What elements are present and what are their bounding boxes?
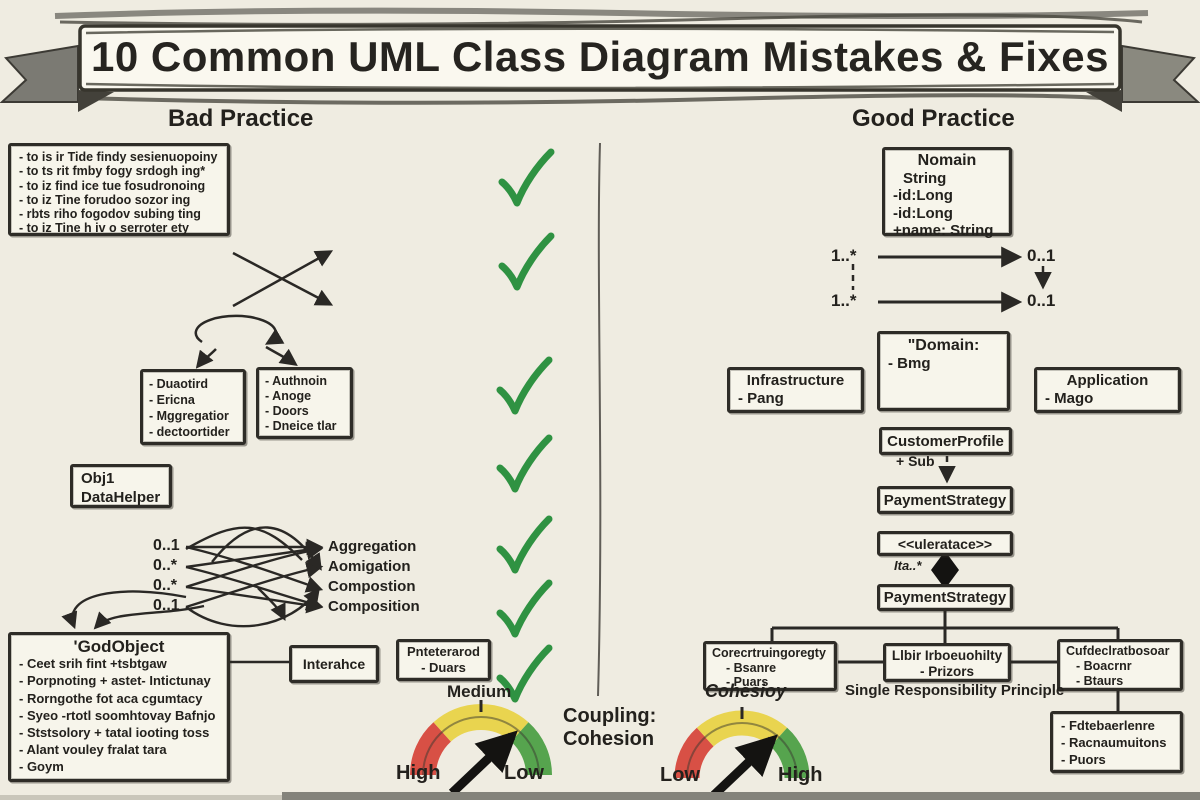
multiplicity-label: 0..* xyxy=(153,557,178,574)
bottom-edge-shading xyxy=(282,792,1200,800)
page-title: 10 Common UML Class Diagram Mistakes & F… xyxy=(91,33,1109,80)
bottom-edge-shading-light xyxy=(0,795,282,800)
application-box: Application - Mago xyxy=(1034,367,1181,413)
coupling-gauge xyxy=(410,700,552,797)
bad-class-box-left: - Duaotird - Ericna - Mggregatior - dect… xyxy=(140,369,246,445)
srp-label: Single Responsibility Principle xyxy=(845,682,1065,699)
relation-label: Aggregation xyxy=(328,538,417,555)
domain-module-box: "Domain: - Bmg xyxy=(877,331,1010,411)
strategy-right-box: Cufdeclratbosoar - Boacrnr - Btaurs xyxy=(1057,639,1183,691)
assoc-from-label: 1..* xyxy=(831,246,857,265)
strategy-mid-box: Llbir Irboeuohilty - Prizors xyxy=(883,643,1011,682)
domain-class-box: Nomain String -id:Long -id:Long +name: S… xyxy=(882,147,1012,239)
gauge-low-label: Low xyxy=(660,764,700,786)
checkmark-icon xyxy=(498,148,555,207)
checkmark-icon xyxy=(498,232,555,291)
assoc-from-label: 1..* xyxy=(831,291,857,310)
strategy-tree-connectors xyxy=(770,611,1120,711)
ita-multiplicity-label: Ita..* xyxy=(894,558,922,573)
gauge-medium-label: Medium xyxy=(447,682,512,701)
crossed-arrows xyxy=(232,250,334,308)
assoc-to-label: 0..1 xyxy=(1027,291,1056,310)
notes-box: - Fdtebaerlenre - Racnaumuitons - Puors xyxy=(1050,711,1183,773)
checkmark-icon xyxy=(496,644,553,703)
sub-label: + Sub xyxy=(896,453,935,469)
gauge-high-label: High xyxy=(396,762,441,784)
checkmark-icon xyxy=(496,356,553,415)
relation-label: Composition xyxy=(328,598,420,615)
relation-label: Aomigation xyxy=(328,558,411,575)
checkmark-icon xyxy=(496,579,553,638)
relation-label: Compostion xyxy=(328,578,416,595)
bad-helper-box: Obj1 DataHelper xyxy=(70,464,172,508)
composition-diamond-icon xyxy=(931,551,959,589)
god-object-title: 'GodObject xyxy=(73,637,165,656)
bad-practice-heading: Bad Practice xyxy=(168,105,314,132)
multiplicity-label: 0..1 xyxy=(153,537,180,554)
gauge-low-label: Low xyxy=(504,762,544,784)
stereotype-box: <<uleratace>> xyxy=(877,531,1013,556)
god-object-box: 'GodObject - Ceet srih fint +tsbtgaw - P… xyxy=(8,632,230,782)
cohesion-gauge-label: Cohesioy xyxy=(705,681,787,701)
checkmark-icon xyxy=(496,434,553,493)
multiplicity-label: 0..* xyxy=(153,577,178,594)
checkmark-icon xyxy=(496,515,553,574)
bad-checklist-box: - to is ir Tide findy sesienuopoiny - to… xyxy=(8,143,230,236)
infrastructure-box: Infrastructure - Pang xyxy=(727,367,864,413)
cohesion-gauge xyxy=(674,707,810,799)
interface-box: Interahce xyxy=(289,645,379,683)
payment-strategy-box-top: PaymentStrategy xyxy=(877,486,1013,514)
association-arrows xyxy=(851,246,1052,313)
checkmark-icons xyxy=(496,148,555,703)
ribbon-banner xyxy=(0,7,1200,112)
gauge-high-label: High xyxy=(778,764,823,786)
customer-profile-box: CustomerProfile xyxy=(879,427,1012,455)
pattern-box: Pnteterarod - Duars xyxy=(396,639,491,681)
domain-class-title: Nomain xyxy=(917,152,977,169)
good-practice-heading: Good Practice xyxy=(852,105,1015,132)
multiplicity-label: 0..1 xyxy=(153,597,180,614)
bad-class-box-right: - Authnoin - Anoge - Doors - Dneice tlar xyxy=(256,367,353,439)
relationship-tangle xyxy=(61,526,324,630)
payment-strategy-box-bottom: PaymentStrategy xyxy=(877,584,1013,611)
cycle-ellipse xyxy=(194,314,298,369)
assoc-to-label: 0..1 xyxy=(1027,246,1056,265)
divider-line xyxy=(597,142,602,697)
coupling-label: Coupling: Cohesion xyxy=(563,705,657,750)
strategy-left-box: Corecrtruingoregty - Bsanre - Puars xyxy=(703,641,837,691)
